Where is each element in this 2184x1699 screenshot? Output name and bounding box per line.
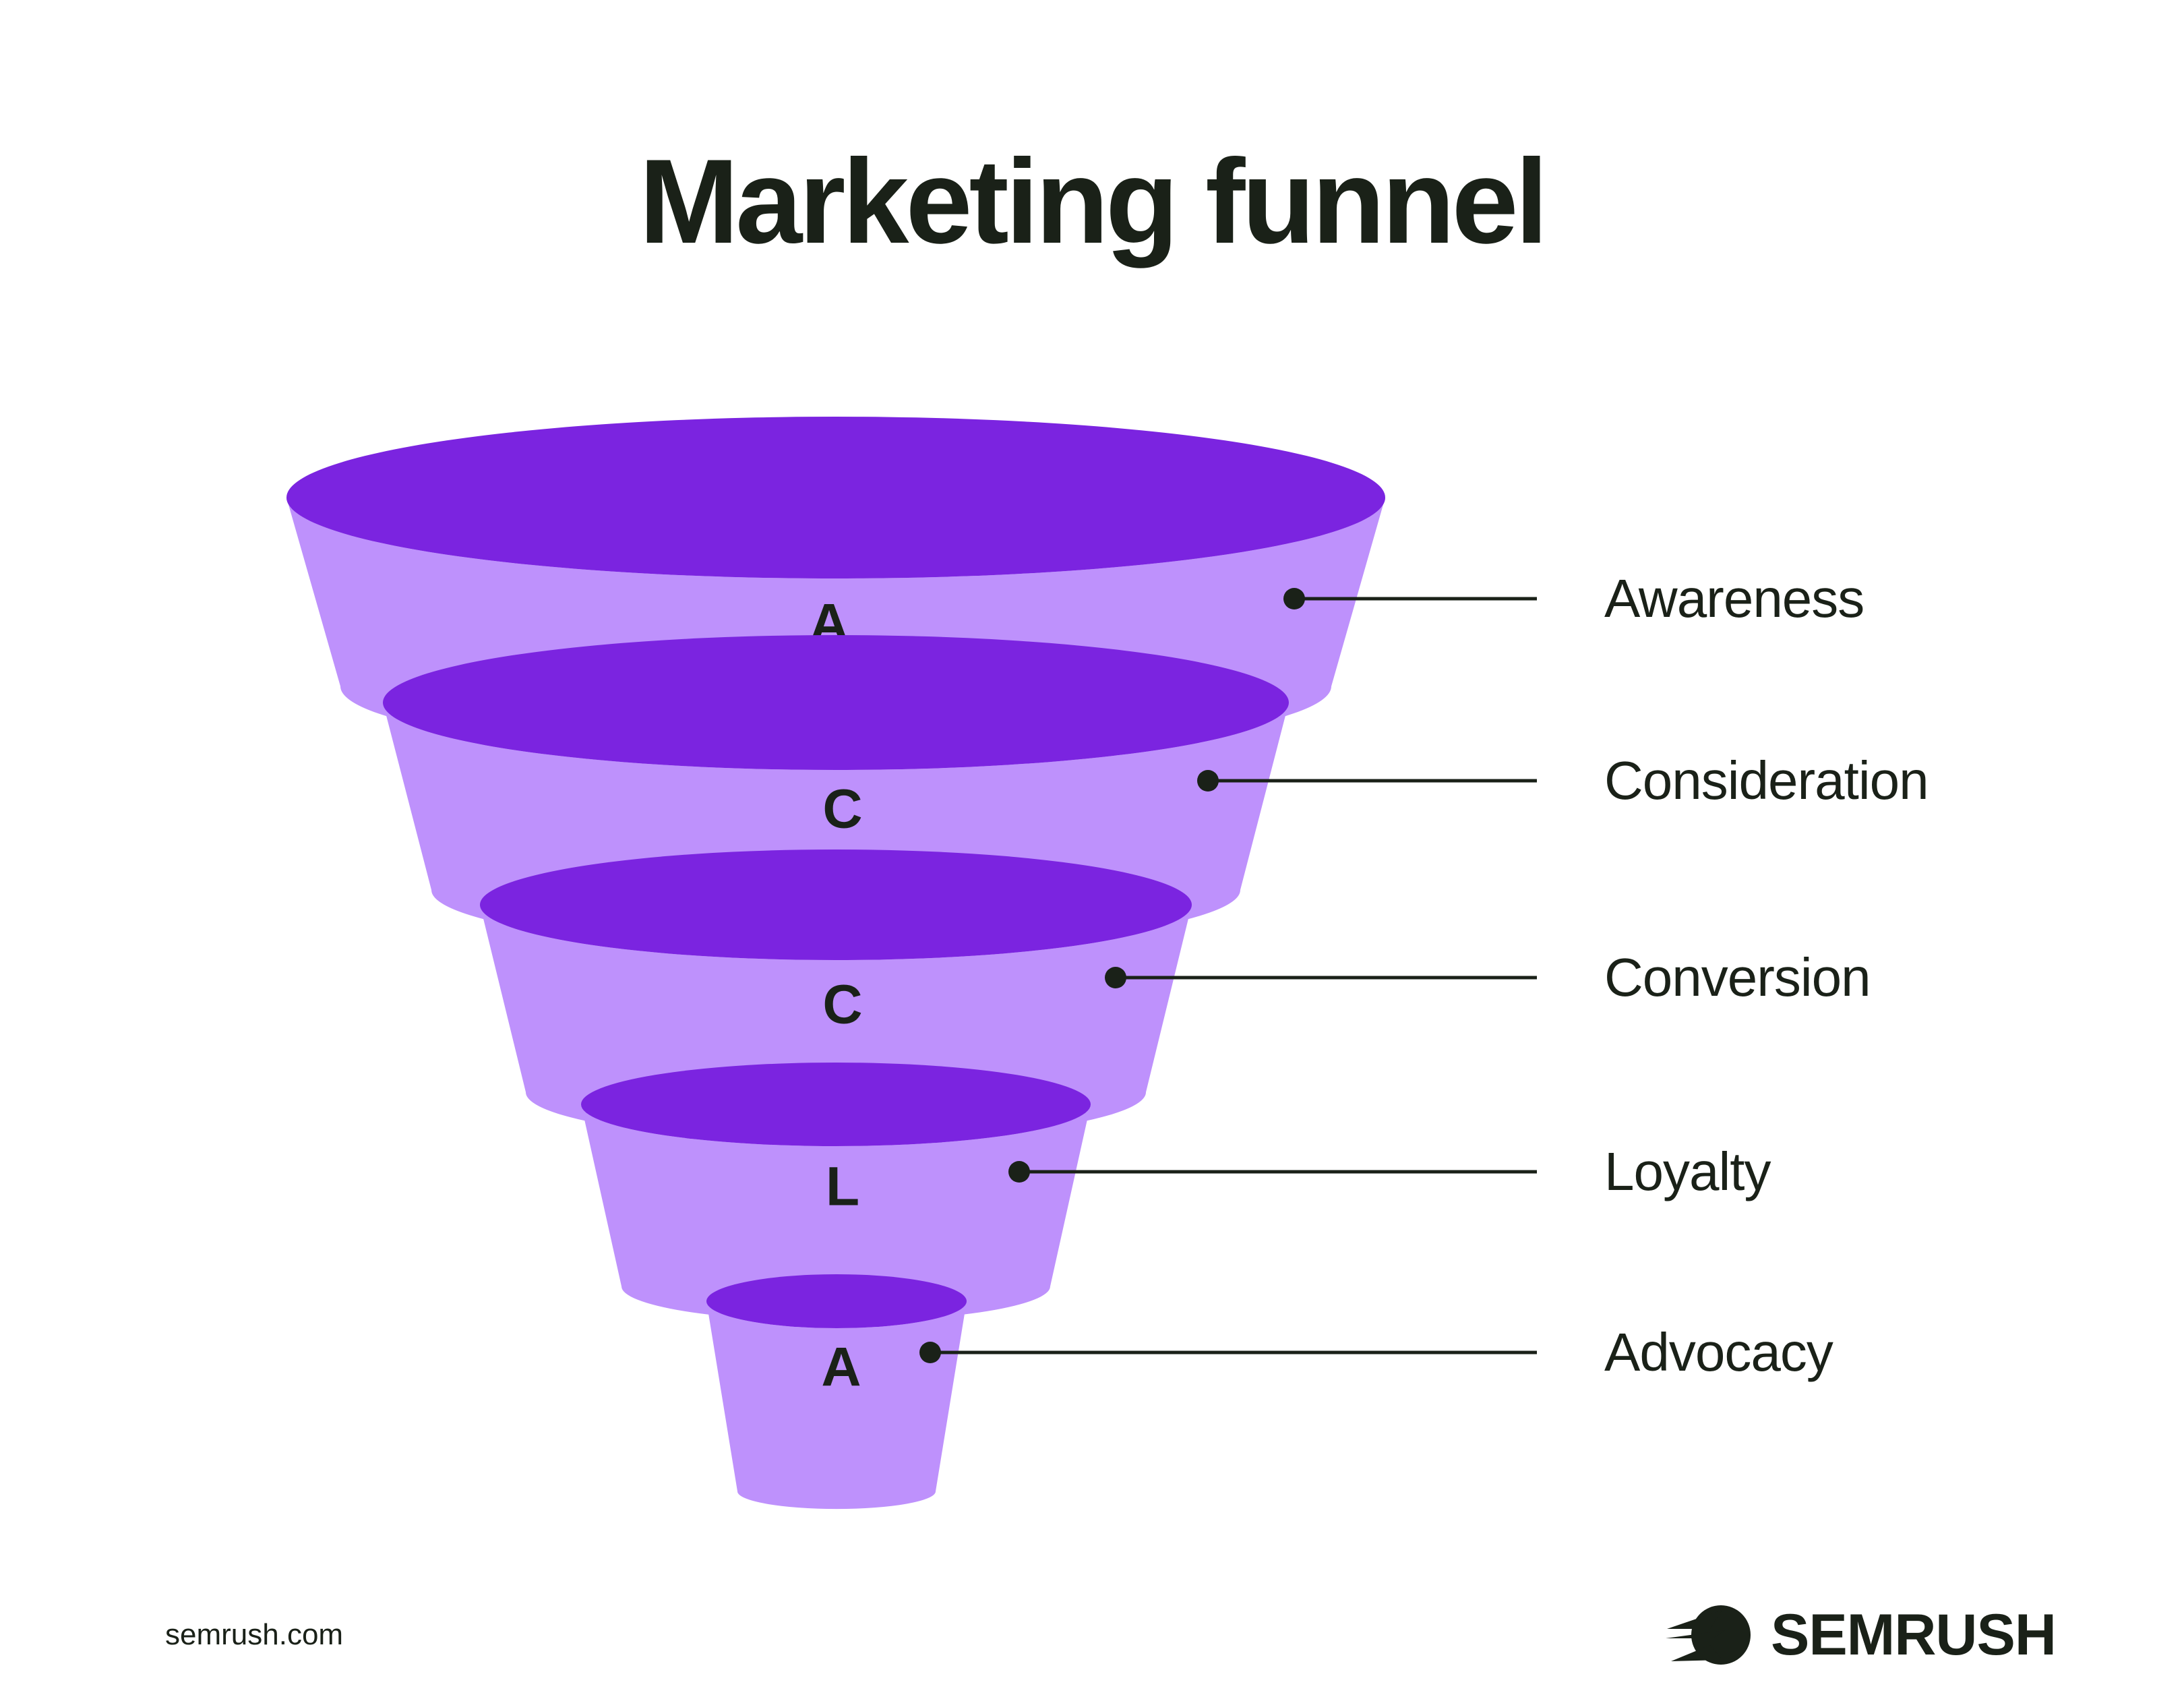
funnel-segment-advocacy[interactable]: A (706, 1274, 967, 1510)
page-title: Marketing funnel (638, 134, 1548, 268)
funnel-segment-awareness[interactable]: A (286, 417, 1385, 757)
funnel-segment-loyalty[interactable]: L (581, 1063, 1091, 1321)
funnel-segment-loyalty-letter: L (826, 1156, 859, 1218)
leader-dot-loyalty (1008, 1161, 1030, 1183)
funnel-segment-awareness-letter: A (809, 593, 849, 655)
funnel-segment-consideration[interactable]: C (383, 635, 1289, 949)
leader-dot-awareness (1283, 588, 1305, 609)
stage-label-advocacy: Advocacy (1604, 1322, 1833, 1382)
funnel-segment-awareness-top (286, 417, 1385, 578)
leader-line-loyalty (1008, 1161, 1537, 1183)
footer-url: semrush.com (165, 1618, 344, 1651)
leader-line-conversion (1105, 967, 1537, 988)
funnel-segment-advocacy-top (706, 1274, 967, 1328)
funnel-segment-conversion-top (480, 850, 1192, 960)
funnel-segment-conversion-body (480, 905, 1192, 1141)
funnel-segment-advocacy-letter: A (821, 1337, 861, 1398)
brand-lockup: SEMRUSH (1665, 1598, 2057, 1672)
leader-dot-advocacy (919, 1342, 941, 1363)
leader-line-awareness (1283, 588, 1537, 609)
funnel-segment-advocacy-body (706, 1301, 967, 1510)
stage-label-consideration: Consideration (1604, 750, 1929, 810)
stage-label-loyalty: Loyalty (1604, 1141, 1771, 1201)
funnel-segment-loyalty-top (581, 1063, 1091, 1146)
funnel-segment-consideration-top (383, 635, 1289, 770)
funnel-segments: A C C L (286, 417, 1385, 1510)
leader-line-consideration (1197, 770, 1537, 792)
leader-line-advocacy (919, 1342, 1537, 1363)
leader-lines (919, 588, 1537, 1363)
semrush-wordmark: SEMRUSH (1770, 1603, 2057, 1667)
funnel-segment-awareness-body (286, 498, 1385, 757)
funnel-segment-consideration-letter: C (822, 779, 862, 840)
stage-label-awareness: Awareness (1604, 568, 1864, 628)
funnel-segment-conversion-letter: C (822, 974, 862, 1036)
funnel-segment-consideration-body (383, 703, 1289, 949)
leader-dot-conversion (1105, 967, 1126, 988)
stage-label-conversion: Conversion (1604, 947, 1871, 1007)
leader-dot-consideration (1197, 770, 1219, 792)
funnel-segment-loyalty-body (581, 1104, 1091, 1321)
semrush-comet-logo-icon (1665, 1605, 1751, 1665)
funnel-segment-conversion[interactable]: C (480, 850, 1192, 1141)
